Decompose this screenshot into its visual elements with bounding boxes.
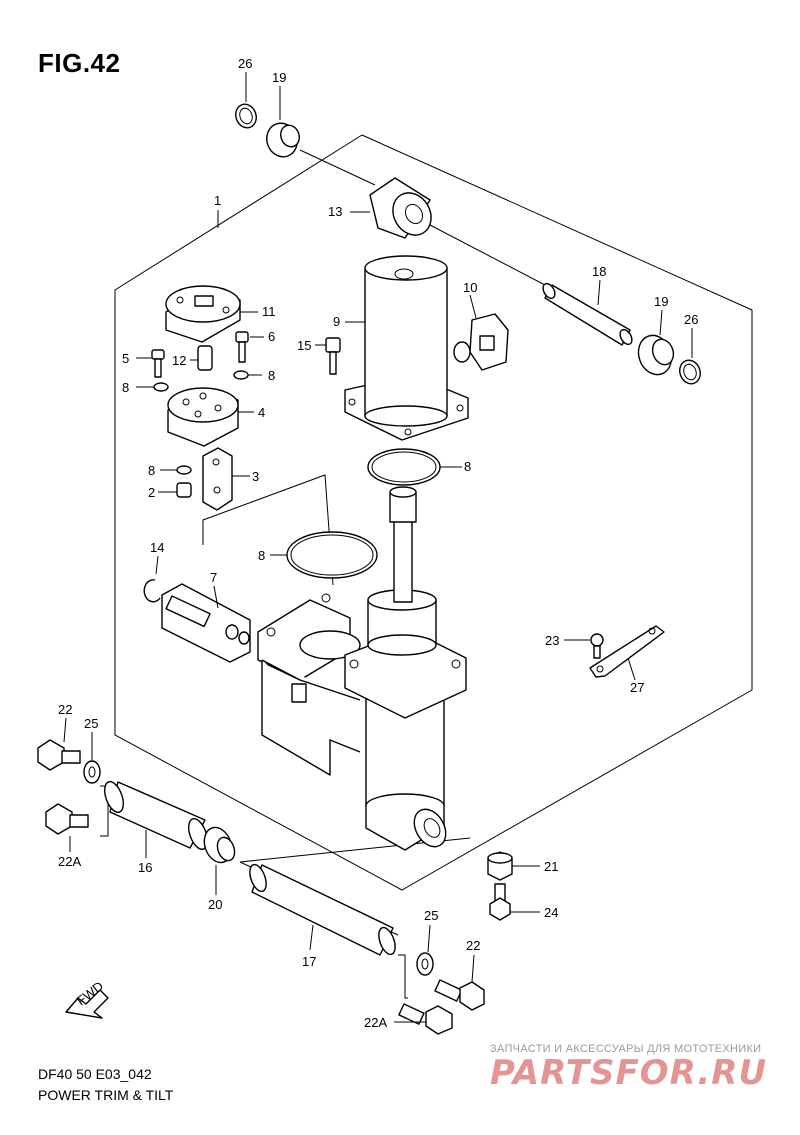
part-25-washer-left xyxy=(83,760,101,784)
part-22A-bolt-left xyxy=(45,803,89,835)
part-22A-bolt-right xyxy=(398,1003,453,1035)
part-3-valve-assembly xyxy=(202,447,233,511)
callout-25-right: 25 xyxy=(424,908,438,923)
callout-9: 9 xyxy=(333,314,340,329)
part-5-screw xyxy=(151,349,165,378)
part-22-bolt-right xyxy=(434,979,485,1011)
part-27-ground-strap xyxy=(589,625,665,678)
part-19-bushing-top xyxy=(266,122,300,158)
part-11-pump-cover xyxy=(165,285,241,343)
part-8-o-ring-valve xyxy=(176,465,192,475)
callout-17: 17 xyxy=(302,954,316,969)
callout-27: 27 xyxy=(630,680,644,695)
part-7-manual-valve xyxy=(161,583,251,663)
part-23-screw xyxy=(590,633,604,659)
part-6-screw xyxy=(235,331,249,363)
callout-11: 11 xyxy=(262,304,276,319)
callout-8-d: 8 xyxy=(464,459,471,474)
callout-13: 13 xyxy=(328,204,342,219)
part-14-circlip xyxy=(143,579,161,603)
callout-8-c: 8 xyxy=(148,463,155,478)
part-8-o-ring-motor xyxy=(367,448,441,486)
assembly-outline xyxy=(114,134,753,891)
callout-8-e: 8 xyxy=(258,548,265,563)
part-21-nut xyxy=(487,851,513,881)
part-25-washer-right xyxy=(416,952,434,976)
callout-8-b: 8 xyxy=(268,368,275,383)
figure-title: FIG.42 xyxy=(38,48,121,78)
part-8-o-ring-body xyxy=(286,531,378,579)
part-20-bushing xyxy=(203,826,236,864)
part-26-snap-ring-right xyxy=(679,359,701,385)
callout-21: 21 xyxy=(544,859,558,874)
part-18-pin xyxy=(542,282,633,346)
part-8-o-ring-left xyxy=(153,382,169,392)
callout-22-left: 22 xyxy=(58,702,72,717)
callout-19-top: 19 xyxy=(272,70,286,85)
callout-12: 12 xyxy=(172,353,186,368)
part-8-o-ring-right xyxy=(233,370,249,380)
callout-8-a: 8 xyxy=(122,380,129,395)
callout-3: 3 xyxy=(252,469,259,484)
part-2-plug xyxy=(176,482,192,498)
callout-7: 7 xyxy=(210,570,217,585)
part-16-sleeve xyxy=(104,781,208,850)
part-24-bolt xyxy=(489,883,511,921)
callout-26-right: 26 xyxy=(684,312,698,327)
model-code: DF40 50 E03_042 xyxy=(38,1066,152,1082)
callout-19-right: 19 xyxy=(654,294,668,309)
callout-26-top: 26 xyxy=(238,56,252,71)
callout-14: 14 xyxy=(150,540,164,555)
callout-25-left: 25 xyxy=(84,716,98,731)
callout-4: 4 xyxy=(258,405,265,420)
callout-22-right: 22 xyxy=(466,938,480,953)
callout-18: 18 xyxy=(592,264,606,279)
callout-6: 6 xyxy=(268,329,275,344)
part-4-gear-pump xyxy=(167,387,239,447)
callout-23: 23 xyxy=(545,633,559,648)
part-13-sleeve xyxy=(369,177,432,239)
part-22-bolt-left xyxy=(37,739,81,771)
watermark-tagline: ЗАПЧАСТИ И АКСЕССУАРЫ ДЛЯ МОТОТЕХНИКИ xyxy=(490,1043,762,1055)
part-19-bushing-right xyxy=(637,334,675,376)
part-26-snap-ring-top xyxy=(235,103,257,129)
callout-24: 24 xyxy=(544,905,558,920)
part-10-valve xyxy=(453,313,509,371)
callout-1: 1 xyxy=(214,193,221,208)
part-9-motor xyxy=(344,255,469,441)
callout-22A-right: 22A xyxy=(364,1015,387,1030)
fwd-arrow-icon: FWD xyxy=(65,978,109,1019)
callout-2: 2 xyxy=(148,485,155,500)
callout-16: 16 xyxy=(138,860,152,875)
watermark-logo: PARTSFOR.RU xyxy=(490,1053,768,1093)
part-15-screw xyxy=(325,337,341,375)
callout-5: 5 xyxy=(122,351,129,366)
callout-10: 10 xyxy=(463,280,477,295)
figure-caption: POWER TRIM & TILT xyxy=(38,1087,174,1103)
callout-22A-left: 22A xyxy=(58,854,81,869)
callout-20: 20 xyxy=(208,897,222,912)
callout-15: 15 xyxy=(297,338,311,353)
part-12-shaft xyxy=(197,345,213,371)
cylinder-body xyxy=(257,486,467,851)
part-17-sleeve xyxy=(249,863,396,956)
